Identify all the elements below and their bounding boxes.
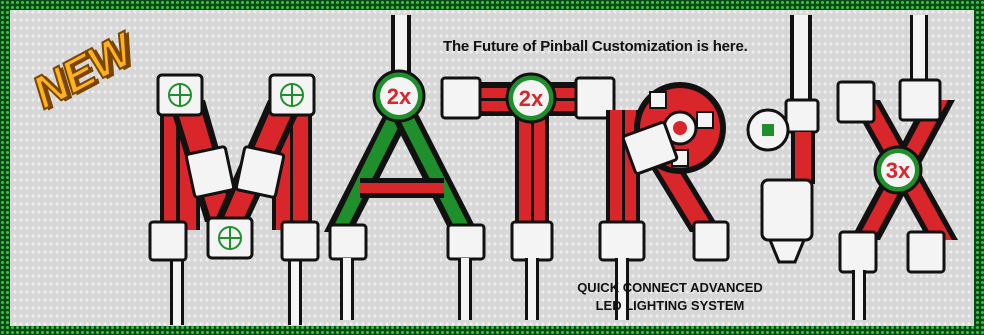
subtitle-line-2: LED LIGHTING SYSTEM <box>595 298 745 313</box>
letter-t: 2x <box>440 72 616 320</box>
letter-a: 2x <box>324 15 486 320</box>
tagline: The Future of Pinball Customization is h… <box>443 38 748 55</box>
letter-i <box>746 15 820 264</box>
multiplier-badge-t: 2x <box>519 86 544 111</box>
multiplier-badge-x: 3x <box>886 158 911 183</box>
letter-m <box>148 73 320 325</box>
subtitle-line-1: QUICK CONNECT ADVANCED <box>577 280 763 295</box>
multiplier-badge-a: 2x <box>387 84 412 109</box>
letter-x: 3x <box>836 15 958 320</box>
letter-r <box>598 82 730 320</box>
